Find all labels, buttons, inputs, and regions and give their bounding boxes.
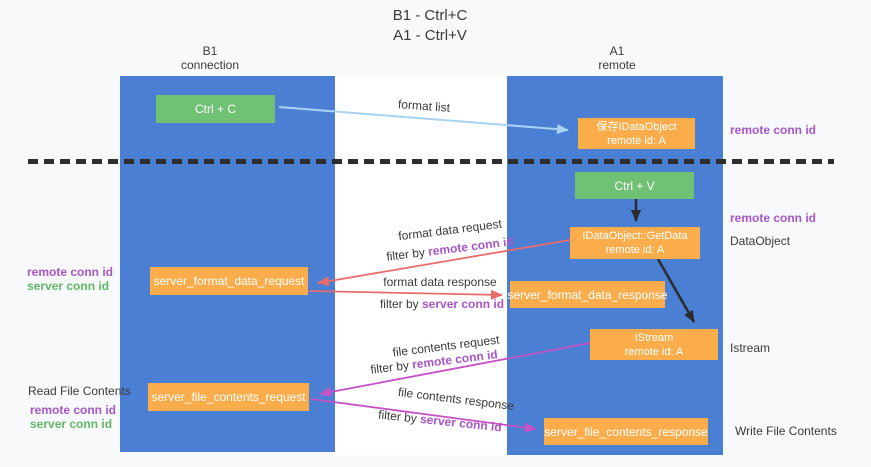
server-format-data-request-box: server_format_data_request	[150, 267, 308, 295]
lifeline-header-a1: A1 remote	[598, 44, 635, 72]
lifeline-a1-name: A1	[609, 44, 625, 58]
dashed-divider	[28, 159, 834, 164]
lifeline-b1-name: B1	[202, 44, 218, 58]
annotation-left-remote-conn-id: remote conn id	[27, 265, 114, 279]
server-format-data-request-label: server_format_data_request	[153, 274, 305, 288]
title-line-2: A1 - Ctrl+V	[393, 27, 467, 44]
filter-by-text: filter by	[379, 297, 419, 311]
annotation-dataobject: DataObject	[730, 234, 791, 248]
istream-line1: IStream	[634, 331, 674, 344]
ctrl-v-box: Ctrl + V	[575, 172, 694, 199]
server-file-contents-request-box: server_file_contents_request	[148, 383, 309, 411]
annotation-remote-conn-id-top: remote conn id	[730, 123, 817, 137]
getdata-line2: remote id: A	[605, 244, 665, 256]
server-file-contents-response-label: server_file_contents_response	[544, 424, 708, 439]
annotation-write-file-contents: Write File Contents	[735, 424, 837, 438]
annotation-remote-conn-id-mid: remote conn id	[730, 211, 817, 225]
annotation-read-server-conn-id: server conn id	[30, 417, 113, 431]
istream-box: IStream remote id: A	[590, 329, 718, 360]
server-file-contents-request-label: server_file_contents_request	[151, 390, 306, 404]
getdata-box: IDataObject::GetData remote id: A	[570, 227, 700, 259]
page-title: B1 - Ctrl+C A1 - Ctrl+V	[393, 6, 468, 46]
ctrl-v-label: Ctrl + V	[614, 178, 655, 193]
label-filter-by-server-conn-id-format: filter by server conn id	[380, 297, 504, 311]
annotation-istream: Istream	[730, 341, 771, 355]
server-conn-id-text: server conn id	[422, 297, 505, 311]
annotation-left-server-conn-id: server conn id	[27, 279, 110, 293]
lifeline-a1-role: remote	[598, 58, 636, 72]
getdata-line1: IDataObject::GetData	[582, 230, 688, 242]
annotation-read-file-contents: Read File Contents	[28, 384, 131, 398]
lifeline-header-b1: B1 connection	[181, 44, 239, 72]
save-dataobject-box: 保存IDataObject remote id: A	[578, 118, 695, 149]
server-format-data-response-box: server_format_data_response	[507, 281, 668, 308]
title-line-1: B1 - Ctrl+C	[392, 7, 468, 24]
ctrl-c-label: Ctrl + C	[194, 102, 236, 116]
annotation-read-remote-conn-id: remote conn id	[30, 403, 117, 417]
lifeline-b1-role: connection	[180, 58, 240, 72]
server-file-contents-response-box: server_file_contents_response	[544, 418, 708, 445]
save-dataobject-line2: remote id: A	[607, 134, 666, 147]
ctrl-c-box: Ctrl + C	[156, 95, 275, 123]
save-dataobject-line1: 保存IDataObject	[596, 120, 677, 133]
label-format-data-response: format data response	[383, 275, 497, 289]
istream-line2: remote id: A	[624, 345, 684, 358]
server-format-data-response-label: server_format_data_response	[507, 287, 668, 302]
